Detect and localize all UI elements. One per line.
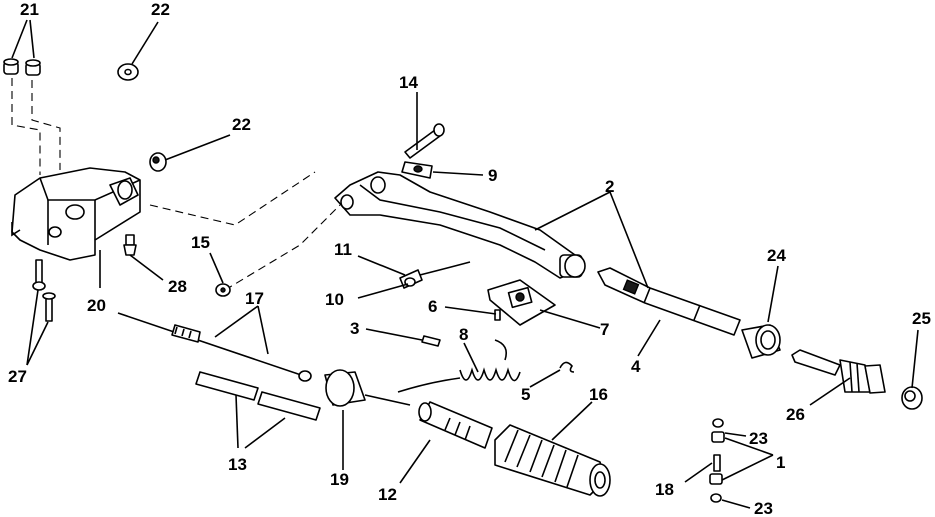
callout-15: 15: [191, 233, 210, 252]
part-15-nut: [215, 283, 231, 297]
part-25-cap: [901, 386, 923, 410]
part-14-bolt: [404, 123, 445, 159]
callout-3: 3: [350, 319, 359, 338]
callout-26: 26: [786, 405, 805, 424]
callout-18: 18: [655, 480, 674, 499]
callout-9: 9: [488, 166, 497, 185]
callout-16: 16: [589, 385, 608, 404]
callout-6: 6: [428, 297, 437, 316]
part-6-screw: [494, 309, 501, 321]
leader-lines: [11, 19, 919, 509]
part-3-pin: [421, 335, 441, 347]
part-9-clip: [401, 161, 433, 179]
part-20-bracket-housing: [11, 167, 141, 261]
callout-22-bracket: 22: [232, 115, 251, 134]
callout-11: 11: [334, 240, 352, 259]
part-12-grip-sleeve: [418, 401, 493, 449]
callout-20: 20: [87, 296, 106, 315]
part-11-wire-lead: [399, 261, 471, 289]
callout-24: 24: [767, 246, 786, 265]
part-23-cap-upper: [711, 418, 725, 443]
part-21-nuts: [3, 58, 41, 76]
part-22-washer-bracket: [149, 152, 167, 172]
part-4-shaft: [597, 267, 741, 336]
assembly-guide-lines: [11, 78, 341, 291]
callout-23-upper: 23: [749, 429, 768, 448]
callout-28: 28: [168, 277, 187, 296]
callout-27: 27: [8, 367, 27, 386]
part-16-handle-grip: [494, 424, 611, 497]
part-26-throttle-assembly: [791, 349, 886, 394]
part-5-clip: [559, 361, 575, 373]
callout-labels: 21 22 22 14 9 2 24 25 11 15 10 6 7 3 8 4…: [8, 0, 931, 517]
callout-1: 1: [776, 453, 785, 472]
callout-5: 5: [521, 385, 530, 404]
callout-2: 2: [605, 177, 614, 196]
callout-10: 10: [325, 290, 344, 309]
callout-22-top: 22: [151, 0, 170, 19]
callout-17: 17: [245, 289, 264, 308]
part-22-washer-top: [117, 63, 139, 81]
part-7-plate: [487, 279, 556, 326]
part-23-cap-lower: [709, 473, 723, 503]
callout-14: 14: [399, 73, 418, 92]
callout-19: 19: [330, 470, 349, 489]
callout-4: 4: [631, 357, 641, 376]
part-17-cable: [117, 312, 312, 382]
callout-13: 13: [228, 455, 247, 474]
callout-8: 8: [459, 325, 468, 344]
part-24-bushing: [741, 324, 781, 359]
callout-12: 12: [378, 485, 397, 504]
callout-21: 21: [20, 0, 39, 19]
part-2-tiller-arm: [334, 171, 586, 279]
callout-23-lower: 23: [754, 499, 773, 517]
callout-7: 7: [600, 320, 609, 339]
part-8-spring: [397, 339, 521, 393]
part-19-cylinder: [324, 369, 411, 407]
callout-25: 25: [912, 309, 931, 328]
part-13-tubes: [195, 371, 321, 421]
part-27-screws: [32, 259, 56, 322]
part-18-pin: [713, 454, 721, 472]
part-28-fitting: [123, 234, 137, 256]
